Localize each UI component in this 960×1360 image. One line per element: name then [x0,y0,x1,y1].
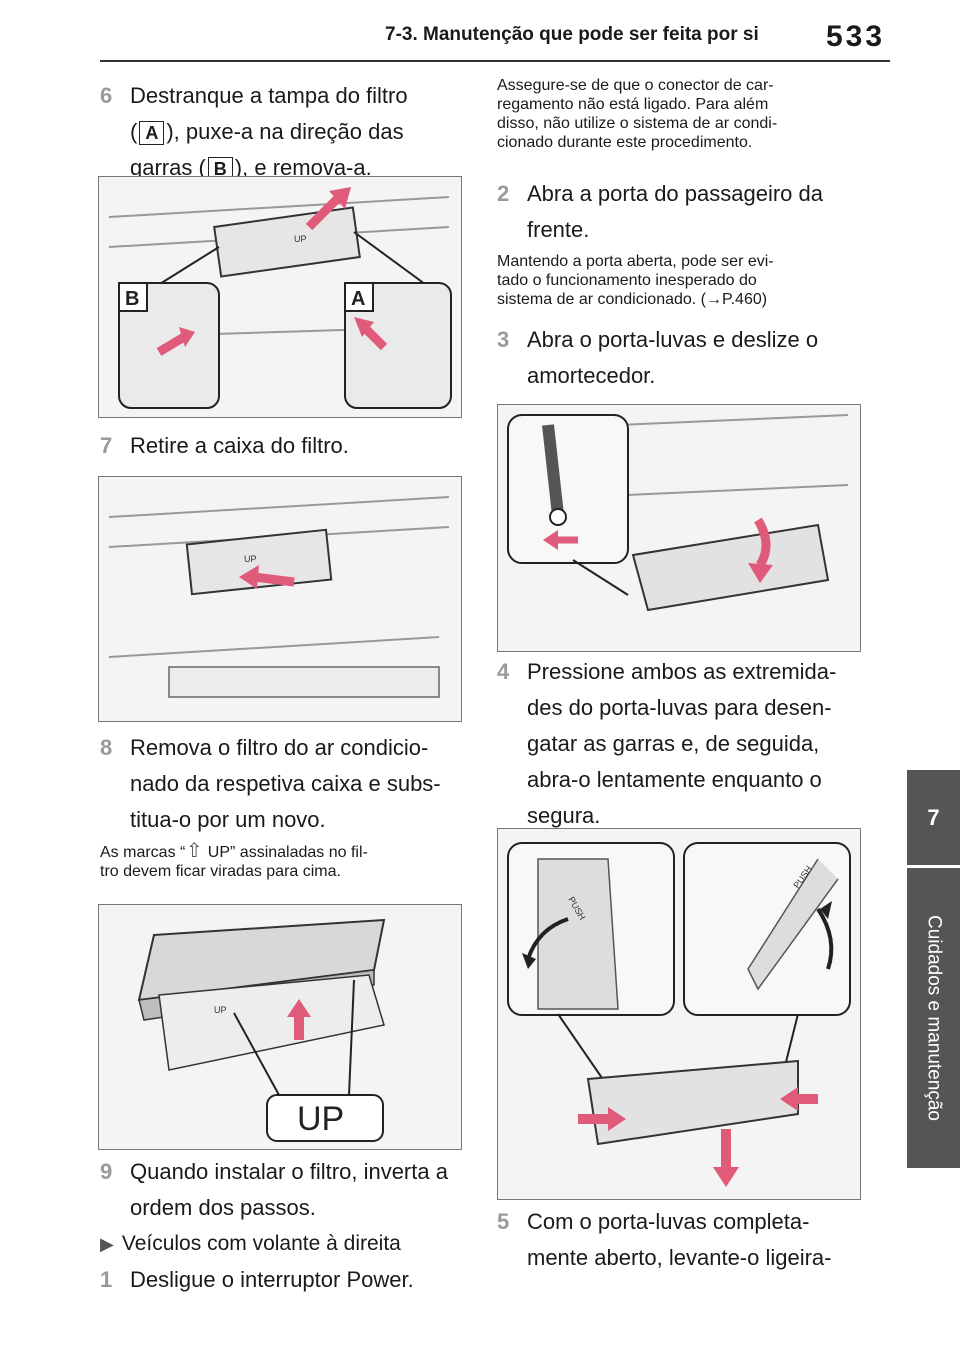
note-connector-line4: cionado durante este procedimento. [497,134,753,151]
chapter-tab-label: Cuidados e manutenção [907,868,960,1168]
step-8-line3: titua-o por um novo. [130,807,326,832]
step-1: 1 Desligue o interruptor Power. [100,1262,470,1298]
step-8-line1: Remova o filtro do ar condicio- [130,735,429,760]
step-number: 2 [497,181,510,206]
step-4-line3: gatar as garras e, de seguida, [527,731,820,756]
filter-cover-illustration: UP B A [99,177,461,417]
step-3-line1: Abra o porta-luvas e deslize o [527,327,819,352]
glovebox-damper-illustration [498,405,860,651]
page-number: 533 [826,20,886,53]
figure-filter-up: UP UP [98,904,462,1150]
step-2: 2 Abra a porta do passageiro da frente. [497,176,877,248]
note-up-marks-pre: As marcas “ [100,844,186,861]
step-5-line1: Com o porta-luvas completa- [527,1209,810,1234]
header-divider [100,60,890,62]
step-1-text: Desligue o interruptor Power. [130,1267,414,1292]
step-9-line2: ordem dos passos. [130,1195,316,1220]
step-5: 5 Com o porta-luvas completa- mente aber… [497,1204,877,1276]
figure-filter-case: UP [98,476,462,722]
step-number: 7 [100,433,113,458]
step-8: 8 Remova o filtro do ar condicio- nado d… [100,730,470,838]
note-door-line1: Mantendo a porta aberta, pode ser evi- [497,253,774,270]
note-door-line3: sistema de ar condicionado. (→P.460) [497,291,768,308]
step-4: 4 Pressione ambos as extremida- des do p… [497,654,877,834]
note-up-marks: As marcas “⇧ UP” assinaladas no fil- tro… [100,840,470,881]
step-number: 8 [100,735,113,760]
filter-up-illustration: UP UP [99,905,461,1149]
step-2-line2: frente. [527,217,590,242]
figure-glovebox-claws: PUSH PUSH [497,828,861,1200]
step-8-line2: nado da respetiva caixa e subs- [130,771,441,796]
fig1-label-a: A [351,288,365,310]
step-4-line2: des do porta-luvas para desen- [527,695,832,720]
step-4-line5: segura. [527,803,601,828]
note-connector: Assegure-se de que o conector de car- re… [497,76,877,152]
step-9: 9 Quando instalar o filtro, inverta a or… [100,1154,470,1226]
fig2-up-mark: UP [244,554,257,564]
note-door: Mantendo a porta aberta, pode ser evi- t… [497,252,877,309]
step-number: 6 [100,83,113,108]
filter-case-illustration: UP [99,477,461,721]
fig1-label-b: B [125,288,139,310]
step-3-line2: amortecedor. [527,363,656,388]
step-6: 6 Destranque a tampa do filtro (A), puxe… [100,78,470,186]
step-6-line3-pre: garras ( [130,155,206,180]
figure-filter-cover: UP B A [98,176,462,418]
fig3-up-label: UP [297,1100,344,1138]
step-number: 3 [497,327,510,352]
note-connector-line1: Assegure-se de que o conector de car- [497,77,774,94]
step-6-paren-open: ( [130,119,138,144]
figure-glovebox-damper [497,404,861,652]
rhd-heading: ▶ Veículos com volante à direita [100,1226,470,1262]
note-connector-line3: disso, não utilize o sistema de ar condi… [497,115,778,132]
step-3: 3 Abra o porta-luvas e deslize o amortec… [497,322,877,394]
note-connector-line2: regamento não está ligado. Para além [497,96,769,113]
step-6-line2: ), puxe-a na direção das [166,119,404,144]
chapter-tab-number: 7 [907,770,960,865]
up-arrow-icon: ⇧ [185,840,203,862]
step-number: 1 [100,1267,113,1292]
step-7-text: Retire a caixa do filtro. [130,433,349,458]
step-2-line1: Abra a porta do passageiro da [527,181,823,206]
fig1-up-mark: UP [294,234,307,244]
step-4-line1: Pressione ambos as extremida- [527,659,837,684]
note-up-marks-line2: tro devem ficar viradas para cima. [100,863,341,880]
step-4-line4: abra-o lentamente enquanto o [527,767,822,792]
label-a-box: A [139,121,165,145]
step-number: 5 [497,1209,510,1234]
step-number: 4 [497,659,510,684]
step-6-line1: Destranque a tampa do filtro [130,83,408,108]
step-number: 9 [100,1159,113,1184]
step-9-line1: Quando instalar o filtro, inverta a [130,1159,448,1184]
step-6-line3: ), e remova-a. [234,155,372,180]
step-5-line2: mente aberto, levante-o ligeira- [527,1245,832,1270]
step-7: 7 Retire a caixa do filtro. [100,428,470,464]
note-door-line2: tado o funcionamento inesperado do [497,272,757,289]
note-up-marks-post: UP” assinaladas no fil- [203,844,368,861]
fig3-small-up: UP [214,1005,227,1015]
bullet-icon: ▶ [100,1234,114,1254]
rhd-heading-text: Veículos com volante à direita [121,1232,401,1255]
section-title: 7-3. Manutenção que pode ser feita por s… [385,24,759,45]
glovebox-claws-illustration: PUSH PUSH [498,829,860,1199]
